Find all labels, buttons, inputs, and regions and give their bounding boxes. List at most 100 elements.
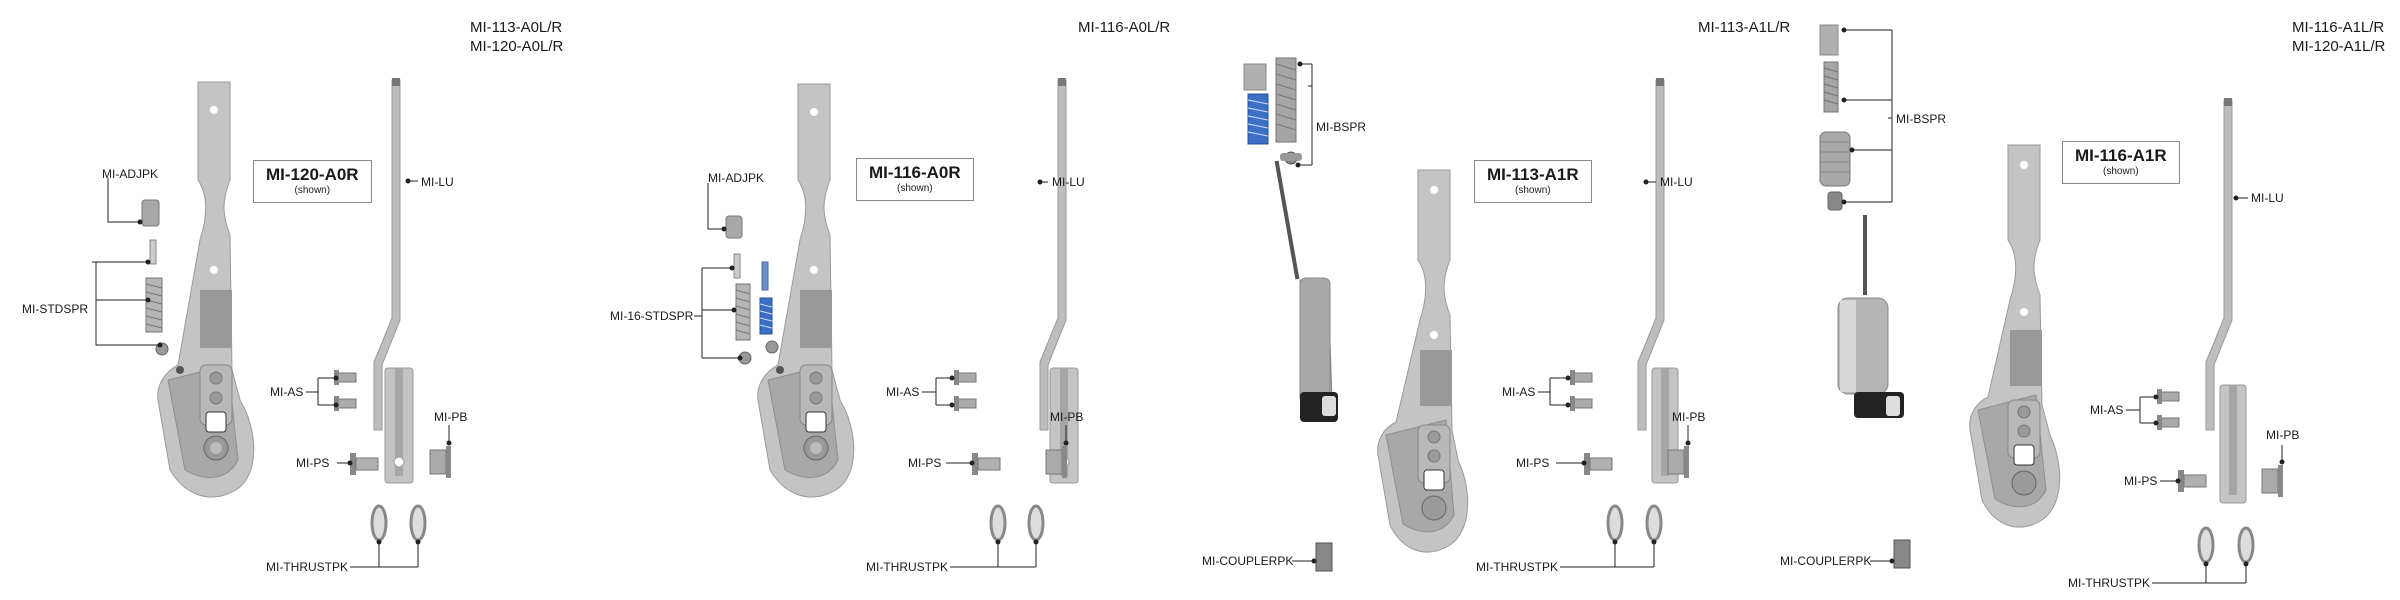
panel-mi-116-a0: MI-116-A0L/R MI-116-A0R (shown) MI-ADJPK… — [600, 0, 1200, 600]
label-ps: MI-PS — [296, 456, 330, 470]
blue-spring — [759, 297, 773, 335]
adjuster-pk — [141, 199, 160, 227]
model-number: MI-120-A1L/R — [2292, 38, 2386, 55]
coupler — [1315, 542, 1333, 572]
model-callout: MI-113-A1R (shown) — [1474, 160, 1592, 203]
adjusting-screws — [954, 370, 977, 411]
exploded-view-a1 — [1819, 24, 2285, 584]
thrust-washer — [1027, 504, 1045, 542]
adjuster-arm — [1377, 169, 1469, 553]
label-thrust: MI-THRUSTPK — [2068, 576, 2150, 590]
linkage-rod — [1637, 79, 1665, 431]
pivot-screw — [972, 453, 1001, 475]
model-callout-title: MI-116-A1R — [2075, 146, 2167, 165]
label-thrust: MI-THRUSTPK — [866, 560, 948, 574]
shock-absorber — [1837, 215, 1904, 418]
model-number: MI-120-A0L/R — [470, 38, 564, 55]
bump-stop — [1819, 24, 1839, 56]
adjuster-pk — [725, 215, 743, 239]
linkage-rod — [1039, 79, 1067, 431]
coupler — [1893, 539, 1911, 569]
bumper — [1819, 131, 1851, 187]
thrust-washer — [2197, 526, 2215, 564]
thrust-washer — [1606, 504, 1624, 542]
panel-mi-113-a1: MI-113-A1L/R MI-113-A1R (shown) MI-BSPR … — [1200, 0, 1800, 600]
clevis-bracket — [384, 367, 414, 484]
label-pb: MI-PB — [434, 410, 468, 424]
adjuster-arm — [157, 81, 255, 498]
model-callout: MI-116-A1R (shown) — [2062, 141, 2180, 184]
model-callout: MI-116-A0R (shown) — [856, 158, 974, 201]
thrust-washer — [370, 504, 388, 542]
pivot-bolt — [1045, 446, 1067, 478]
label-adjpk: MI-ADJPK — [708, 171, 765, 185]
bump-spring — [1275, 57, 1297, 143]
model-header: MI-116-A0L/R — [1078, 18, 1170, 37]
model-callout-sub: (shown) — [294, 185, 331, 196]
thrust-washer — [1645, 504, 1663, 542]
model-header: MI-113-A1L/R — [1698, 18, 1790, 37]
label-ps: MI-PS — [1516, 456, 1550, 470]
label-lu: MI-LU — [1660, 175, 1693, 189]
adjusting-screws — [2157, 389, 2180, 430]
label-as: MI-AS — [1502, 385, 1536, 399]
panel-mi-120-a0: MI-113-A0L/R MI-120-A0L/R MI-120-A0R (sh… — [0, 0, 600, 600]
label-ps: MI-PS — [908, 456, 942, 470]
thrust-washer — [2237, 526, 2255, 564]
adjuster-arm — [1969, 144, 2061, 528]
linkage-rod — [2205, 99, 2233, 431]
model-header: MI-116-A1L/R MI-120-A1L/R — [2292, 18, 2385, 56]
model-callout: MI-120-A0R (shown) — [253, 160, 372, 203]
pivot-screw — [2178, 470, 2207, 492]
model-callout-sub: (shown) — [2103, 166, 2139, 177]
label-lu: MI-LU — [1052, 175, 1085, 189]
pivot-screw — [350, 453, 379, 475]
label-spring: MI-STDSPR — [22, 302, 88, 316]
exploded-view-a1 — [1243, 57, 1691, 572]
label-lu: MI-LU — [421, 175, 454, 189]
label-as: MI-AS — [2090, 403, 2124, 417]
model-callout-title: MI-116-A0R — [869, 163, 961, 182]
model-number: MI-113-A0L/R — [470, 19, 563, 36]
bump-stop — [1243, 63, 1267, 91]
label-as: MI-AS — [270, 385, 304, 399]
pivot-bolt — [1667, 446, 1689, 478]
label-pb: MI-PB — [1050, 410, 1084, 424]
pivot-bolt — [429, 446, 451, 478]
label-thrust: MI-THRUSTPK — [1476, 560, 1558, 574]
standard-spring — [145, 277, 163, 333]
exploded-view-a0 — [92, 78, 452, 568]
label-bspr: MI-BSPR — [1316, 120, 1367, 134]
label-as: MI-AS — [886, 385, 920, 399]
standard-spring — [735, 283, 751, 341]
shock-absorber — [1274, 151, 1338, 422]
label-lu: MI-LU — [2251, 191, 2284, 205]
label-adjpk: MI-ADJPK — [102, 167, 159, 181]
exploded-view-a0 — [694, 78, 1079, 568]
blue-spring — [1247, 93, 1269, 145]
linkage-rod — [373, 79, 401, 431]
label-pb: MI-PB — [1672, 410, 1706, 424]
label-bspr: MI-BSPR — [1896, 112, 1947, 126]
adjuster-arm — [757, 83, 855, 498]
clevis-bracket — [2219, 384, 2247, 504]
thrust-washer — [989, 504, 1007, 542]
thrust-washer — [409, 504, 427, 542]
panel-mi-116-a1: MI-116-A1L/R MI-120-A1L/R MI-116-A1R (sh… — [1780, 0, 2400, 600]
label-coupler: MI-COUPLERPK — [1780, 554, 1872, 568]
model-header: MI-113-A0L/R MI-120-A0L/R — [470, 18, 563, 56]
model-callout-sub: (shown) — [1515, 185, 1551, 196]
label-spring: MI-16-STDSPR — [610, 309, 694, 323]
label-coupler: MI-COUPLERPK — [1202, 554, 1294, 568]
bump-spring — [1823, 61, 1839, 113]
pivot-screw — [1584, 453, 1613, 475]
model-number: MI-116-A0L/R — [1078, 19, 1171, 36]
adjusting-screws — [1570, 370, 1593, 411]
pivot-bolt — [2261, 465, 2283, 497]
model-callout-title: MI-113-A1R — [1487, 165, 1579, 184]
model-callout-title: MI-120-A0R — [266, 165, 359, 184]
label-thrust: MI-THRUSTPK — [266, 560, 348, 574]
model-number: MI-113-A1L/R — [1698, 19, 1791, 36]
label-ps: MI-PS — [2124, 474, 2158, 488]
model-number: MI-116-A1L/R — [2292, 19, 2385, 36]
